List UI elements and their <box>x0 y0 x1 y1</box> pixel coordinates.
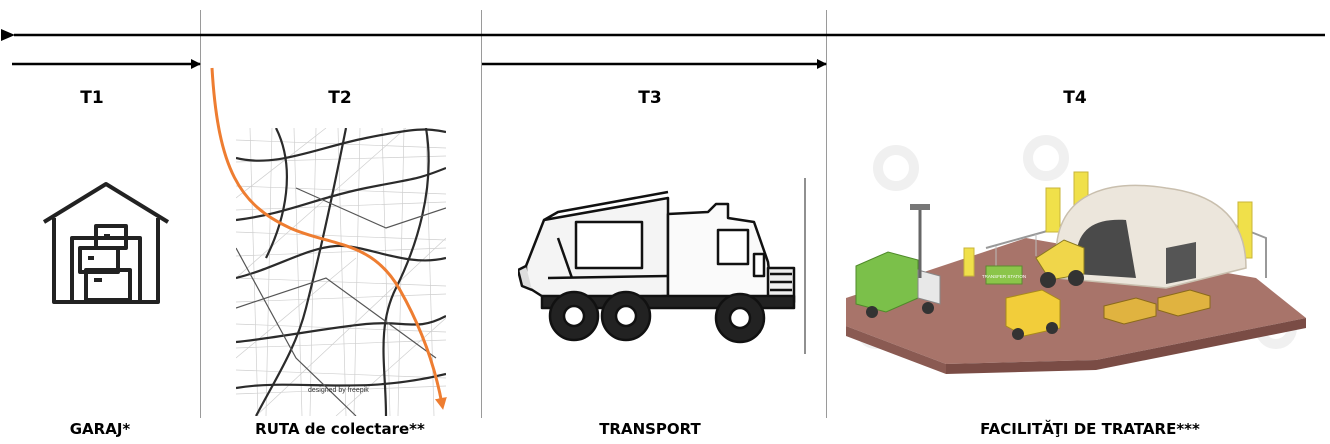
transfer-station-sign: TRANSFER STATION <box>982 274 1026 279</box>
caption-transport: TRANSPORT <box>550 420 750 438</box>
phase-label-t1: T1 <box>62 88 122 108</box>
caption-treatment-facilities: FACILITĂŢI DE TRATARE*** <box>930 420 1250 438</box>
phase-label-t2: T2 <box>310 88 370 108</box>
garage-icon <box>40 178 172 310</box>
phase-label-t4: T4 <box>1045 88 1105 108</box>
treatment-facility-image: TRANSFER STATION <box>836 128 1318 390</box>
street-map-image: designed by freepik <box>236 128 446 416</box>
caption-collection-route: RUTA de colectare** <box>215 420 465 438</box>
phase-label-t3: T3 <box>620 88 680 108</box>
map-credit: designed by freepik <box>308 387 369 394</box>
garbage-truck-image <box>518 178 806 354</box>
caption-garage: GARAJ* <box>20 420 180 438</box>
